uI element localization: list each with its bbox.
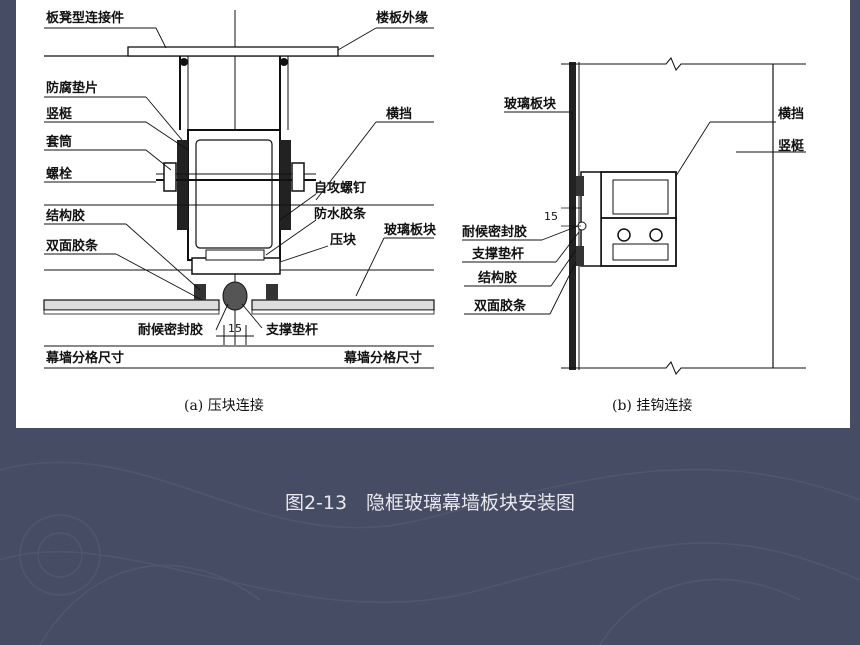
label-b-support-rod: 支撑垫杆 xyxy=(471,246,524,262)
label-structural-glue: 结构胶 xyxy=(46,208,85,224)
bracket-plate xyxy=(127,46,339,57)
caption-b: (b) 挂钩连接 xyxy=(612,397,692,414)
label-b-weather-sealant: 耐候密封胶 xyxy=(462,224,527,240)
label-mullion: 竖梃 xyxy=(46,106,72,122)
label-gap-dim: 15 xyxy=(228,322,242,335)
label-grid-dim-left: 幕墙分格尺寸 xyxy=(45,350,124,366)
label-b-transom: 横挡 xyxy=(778,106,804,122)
label-bracket: 板凳型连接件 xyxy=(46,10,124,26)
diagram-b: 玻璃板块 横挡 竖梃 15 耐候密封胶 支撑垫杆 结构胶 双面胶条 (b) 挂钩… xyxy=(462,57,806,414)
label-pressure-block: 压块 xyxy=(330,232,357,248)
label-grid-dim-right: 幕墙分格尺寸 xyxy=(343,350,422,366)
label-support-rod: 支撑垫杆 xyxy=(265,322,318,338)
diagram-svg: 板凳型连接件 楼板外缘 防腐垫片 竖梃 套筒 螺栓 横挡 自攻螺钉 防水胶条 结… xyxy=(43,10,806,414)
label-transom: 横挡 xyxy=(386,106,412,122)
mullion-box xyxy=(187,129,281,261)
label-b-dim-15: 15 xyxy=(544,210,558,223)
label-b-structural-glue: 结构胶 xyxy=(478,270,517,286)
label-b-double-sided-tape: 双面胶条 xyxy=(474,298,527,314)
label-waterproof-strip: 防水胶条 xyxy=(314,206,367,222)
caption-a: (a) 压块连接 xyxy=(184,397,264,414)
label-b-glass-panel: 玻璃板块 xyxy=(504,96,557,112)
weather-sealant-blob xyxy=(222,281,248,311)
label-weather-sealant: 耐候密封胶 xyxy=(138,322,203,338)
diagram-a: 板凳型连接件 楼板外缘 防腐垫片 竖梃 套筒 螺栓 横挡 自攻螺钉 防水胶条 结… xyxy=(43,10,437,414)
label-bolt: 螺栓 xyxy=(46,166,72,182)
label-double-sided-tape: 双面胶条 xyxy=(46,238,99,254)
label-sleeve: 套筒 xyxy=(45,134,72,150)
label-floor-edge: 楼板外缘 xyxy=(376,10,428,26)
label-anticorrosion-pad: 防腐垫片 xyxy=(46,80,98,96)
label-glass-panel: 玻璃板块 xyxy=(384,222,437,238)
label-b-mullion: 竖梃 xyxy=(778,138,804,154)
label-self-tapping-screw: 自攻螺钉 xyxy=(314,180,366,196)
figure-caption: 图2-13 隐框玻璃幕墙板块安装图 xyxy=(284,492,576,514)
diagram-panel: 板凳型连接件 楼板外缘 防腐垫片 竖梃 套筒 螺栓 横挡 自攻螺钉 防水胶条 结… xyxy=(16,0,850,428)
